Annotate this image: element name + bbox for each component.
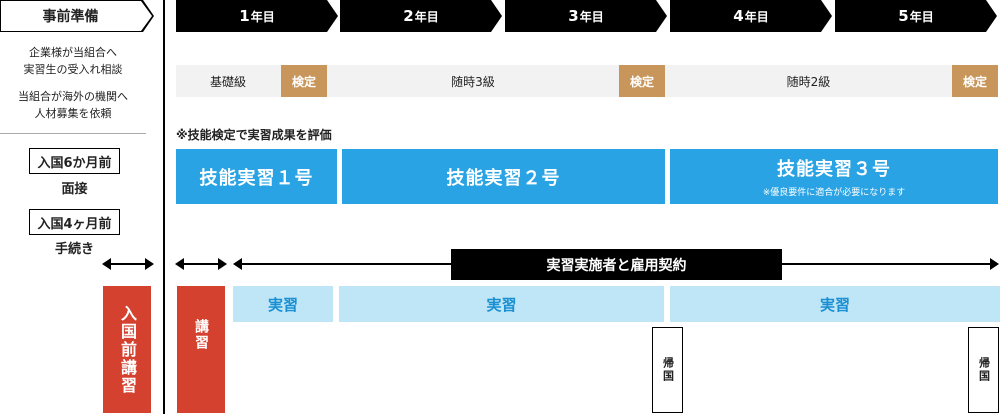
arrow-head-right bbox=[990, 258, 999, 270]
return-home-2-label: 帰国 bbox=[977, 357, 991, 383]
year-2-suffix: 年目 bbox=[414, 9, 439, 24]
kentei-3: 検定 bbox=[952, 65, 998, 97]
program-2: 技能実習２号 bbox=[342, 149, 665, 204]
year-3-suffix: 年目 bbox=[579, 9, 604, 24]
prep-step-consult-line1: 企業様が当組合へ bbox=[29, 46, 117, 59]
arrow-prep bbox=[102, 258, 154, 270]
lecture-label: 講習 bbox=[193, 318, 209, 351]
practice-1: 実習 bbox=[233, 286, 333, 322]
column-divider bbox=[163, 0, 165, 414]
program-1-label: 技能実習１号 bbox=[199, 167, 314, 189]
arrow-lecture bbox=[175, 258, 227, 270]
prep-step-recruit: 当組合が海外の機関へ 人材募集を依頼 bbox=[0, 88, 146, 122]
return-home-1: 帰国 bbox=[652, 327, 683, 413]
program-3-note: ※優良要件に適合が必要になります bbox=[762, 188, 906, 198]
pre-entry-lecture: 入国前講習 bbox=[103, 286, 151, 413]
prep-divider bbox=[0, 133, 146, 134]
year-4-suffix: 年目 bbox=[744, 9, 769, 24]
lecture-block: 講習 bbox=[177, 286, 225, 413]
practice-2: 実習 bbox=[339, 286, 664, 322]
box-6-months: 入国6か月前 bbox=[29, 148, 120, 174]
program-1: 技能実習１号 bbox=[176, 149, 337, 204]
arrow-shaft bbox=[183, 263, 219, 265]
box-4-months: 入国4ヶ月前 bbox=[29, 209, 120, 235]
arrow-head-right bbox=[218, 258, 227, 270]
prep-header: 事前準備 bbox=[1, 1, 152, 31]
program-3-label: 技能実習３号 bbox=[777, 159, 891, 180]
practice-3: 実習 bbox=[670, 286, 1000, 322]
grade-basic: 基礎級 bbox=[209, 74, 246, 89]
label-interview: 面接 bbox=[61, 182, 88, 197]
arrow-head-left bbox=[233, 258, 242, 270]
arrow-head-right bbox=[145, 258, 154, 270]
return-home-1-label: 帰国 bbox=[661, 357, 675, 383]
year-4-num: 4 bbox=[733, 7, 744, 25]
prep-step-consult: 企業様が当組合へ 実習生の受入れ相談 bbox=[0, 44, 146, 78]
year-5-num: 5 bbox=[898, 7, 909, 25]
return-home-2: 帰国 bbox=[968, 327, 999, 413]
prep-step-consult-line2: 実習生の受入れ相談 bbox=[23, 63, 123, 76]
label-procedures: 手続き bbox=[54, 242, 94, 257]
kentei-1: 検定 bbox=[281, 65, 327, 97]
year-3-num: 3 bbox=[568, 7, 579, 25]
year-2-num: 2 bbox=[403, 7, 414, 25]
grade-3: 随時3級 bbox=[451, 74, 495, 89]
year-1-suffix: 年目 bbox=[250, 9, 275, 24]
employment-contract: 実習実施者と雇用契約 bbox=[451, 249, 782, 280]
prep-step-recruit-line1: 当組合が海外の機関へ bbox=[18, 90, 128, 103]
grade-2: 随時2級 bbox=[786, 74, 831, 89]
program-3: 技能実習３号 ※優良要件に適合が必要になります bbox=[670, 149, 998, 204]
pre-entry-lecture-label: 入国前講習 bbox=[118, 304, 137, 395]
program-2-label: 技能実習２号 bbox=[446, 167, 561, 189]
year-5-suffix: 年目 bbox=[909, 9, 934, 24]
evaluation-note: ※技能検定で実習成果を評価 bbox=[176, 128, 332, 142]
arrow-head-left bbox=[102, 258, 111, 270]
kentei-2: 検定 bbox=[619, 65, 665, 97]
prep-step-recruit-line2: 人材募集を依頼 bbox=[34, 107, 112, 120]
arrow-shaft bbox=[110, 263, 146, 265]
year-1-num: 1 bbox=[239, 7, 250, 25]
arrow-head-left bbox=[175, 258, 184, 270]
